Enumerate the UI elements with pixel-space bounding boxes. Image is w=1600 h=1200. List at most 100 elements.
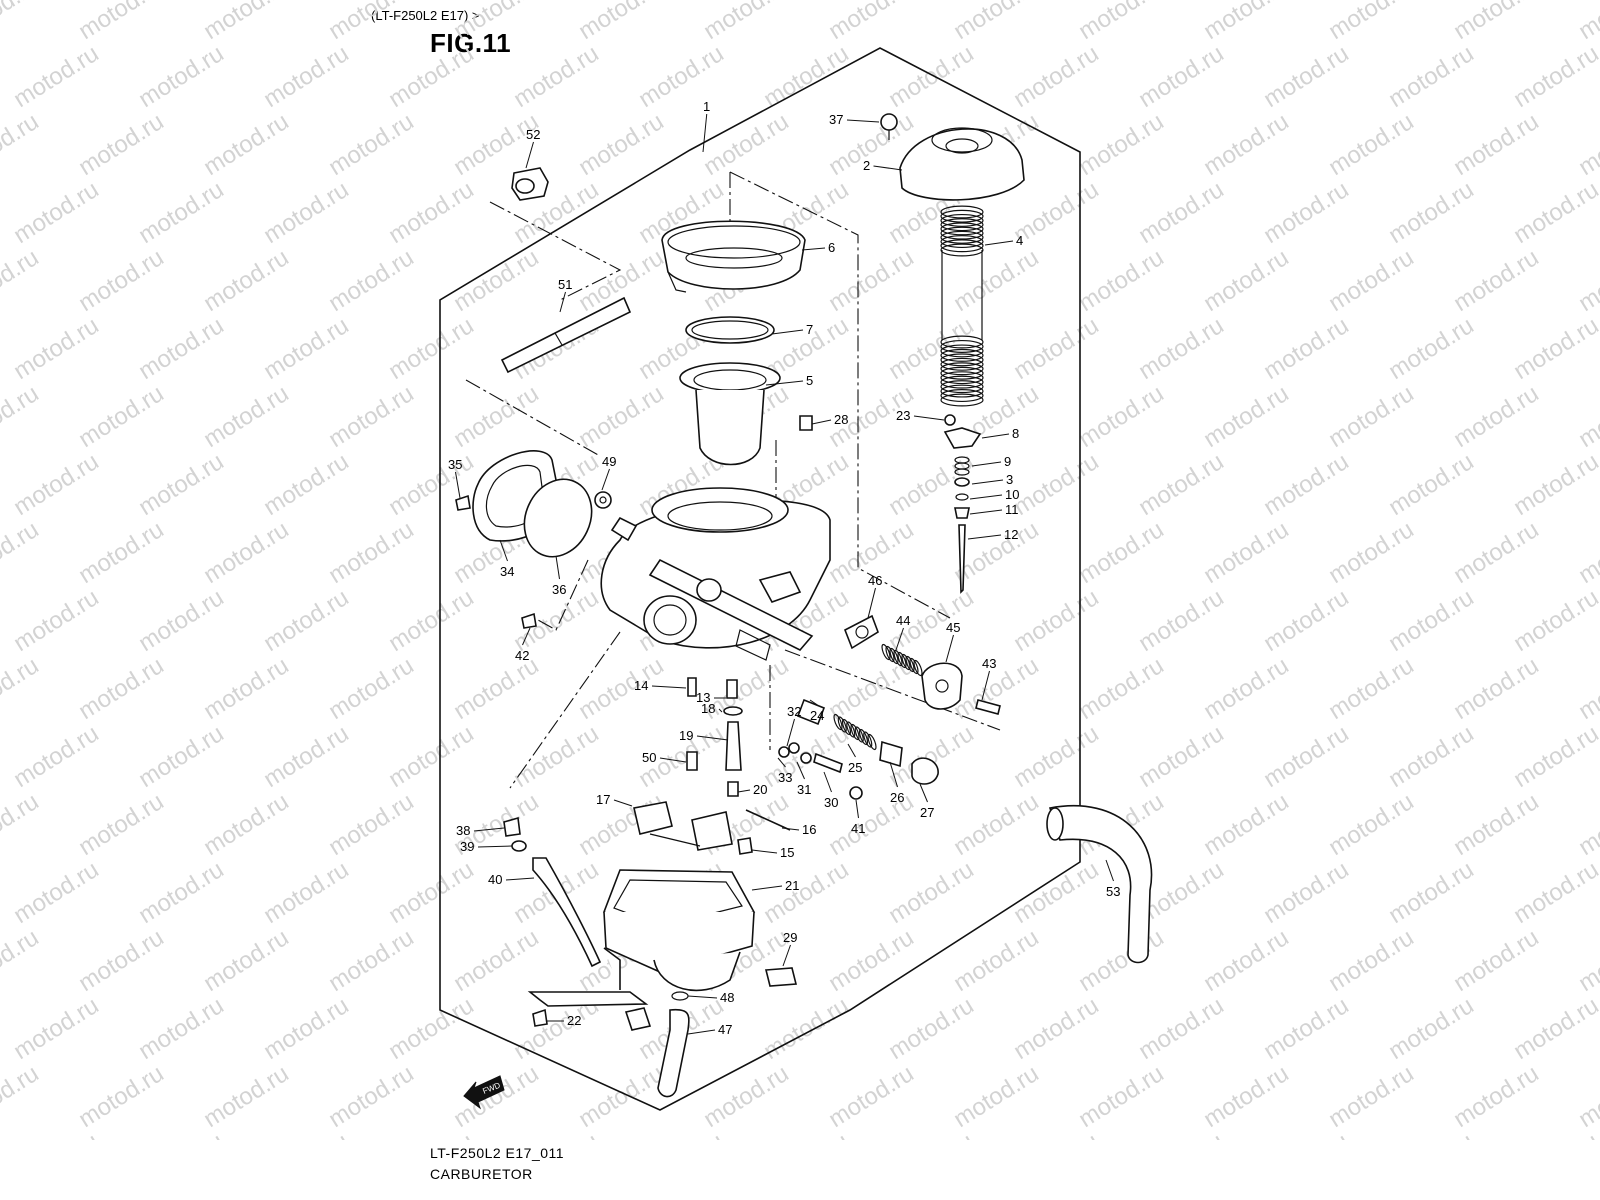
watermark-text: motod.ru [259,1128,354,1140]
watermark-text: motod.ru [1134,992,1229,1065]
watermark-text: motod.ru [1324,0,1419,45]
spring-coil [940,380,984,394]
watermark-text: motod.ru [1449,380,1544,453]
watermark-text: motod.ru [384,448,479,521]
watermark-text: motod.ru [1384,312,1479,385]
watermark-text: motod.ru [134,1128,229,1140]
watermark-text: motod.ru [199,108,294,181]
watermark-text: motod.ru [1009,40,1104,113]
watermark-text: motod.ru [0,788,44,861]
watermark-text: motod.ru [634,1128,729,1140]
callout-14: 14 [634,678,648,693]
watermark-text: motod.ru [259,992,354,1065]
dashed-leader [465,379,601,457]
part-18-oring [723,706,743,716]
watermark-text: motod.ru [324,516,419,589]
callout-leader [659,757,687,763]
watermark-text: motod.ru [949,0,1044,45]
callout-41: 41 [851,821,865,836]
watermark-text: motod.ru [199,380,294,453]
watermark-text: motod.ru [1259,1128,1354,1140]
watermark-text: motod.ru [1199,1060,1294,1133]
callout-leader [559,291,566,313]
spring-coil [940,393,984,407]
callout-leader [969,494,1003,500]
watermark-text: motod.ru [1509,1128,1600,1140]
watermark-text: motod.ru [0,108,44,181]
part-31-oring [800,752,812,764]
watermark-text: motod.ru [1574,108,1600,181]
callout-12: 12 [1004,527,1018,542]
watermark-text: motod.ru [509,1128,604,1140]
callout-1: 1 [703,99,710,114]
spring-coil [940,243,984,257]
callout-leader [702,113,708,153]
callout-leader [718,708,723,713]
part-44-spring [881,643,923,677]
watermark-text: motod.ru [324,652,419,725]
callout-leader [777,757,786,768]
watermark-text: motod.ru [1449,0,1544,45]
watermark-text: motod.ru [1574,924,1600,997]
callout-4: 4 [1016,233,1023,248]
watermark-text: motod.ru [759,992,854,1065]
watermark-text: motod.ru [1509,856,1600,929]
watermark-text: motod.ru [1324,1060,1419,1133]
watermark-text: motod.ru [1199,652,1294,725]
watermark-text: motod.ru [134,992,229,1065]
watermark-text: motod.ru [1449,516,1544,589]
part-38-plug [503,816,521,837]
dashed-leader [509,631,621,789]
watermark-text: motod.ru [9,448,104,521]
watermark-text: motod.ru [324,380,419,453]
watermark-text: motod.ru [449,380,544,453]
part-52-cap [511,167,549,201]
watermark-text: motod.ru [884,40,979,113]
watermark-text: motod.ru [324,108,419,181]
callout-7: 7 [806,322,813,337]
callout-8: 8 [1012,426,1019,441]
part-25-spring [833,713,877,751]
part-19-needle-jet [725,721,742,771]
watermark-text: motod.ru [1384,992,1479,1065]
watermark-text: motod.ru [9,312,104,385]
callout-leader [889,761,898,788]
watermark-text: motod.ru [1134,40,1229,113]
diagram-title: CARBURETOR [430,1166,533,1182]
callout-leader [913,415,945,421]
callout-30: 30 [824,795,838,810]
watermark-text: motod.ru [0,516,44,589]
watermark-text: motod.ru [949,1060,1044,1133]
spring-coil [940,366,984,380]
watermark-text: motod.ru [9,1128,104,1140]
part-17-float [633,801,733,851]
spring-coil [940,335,984,349]
callout-leader [477,845,513,848]
callout-29: 29 [783,930,797,945]
callout-leader [786,718,795,747]
watermark-text: motod.ru [1449,652,1544,725]
watermark-text: motod.ru [74,0,169,45]
watermark-text: motod.ru [699,1060,794,1133]
callout-48: 48 [720,990,734,1005]
watermark-text: motod.ru [134,448,229,521]
callout-leader [751,885,783,891]
callout-36: 36 [552,582,566,597]
part-46-diaphragm [843,614,879,650]
callout-leader [809,699,818,706]
watermark-text: motod.ru [1449,1060,1544,1133]
callout-31: 31 [797,782,811,797]
callout-49: 49 [602,454,616,469]
watermark-text: motod.ru [0,380,44,453]
watermark-text: motod.ru [884,992,979,1065]
watermark-text: motod.ru [634,40,729,113]
watermark-text: motod.ru [824,652,919,725]
watermark-text: motod.ru [9,992,104,1065]
watermark-text: motod.ru [574,108,669,181]
callout-10: 10 [1005,487,1019,502]
watermark-text: motod.ru [384,720,479,793]
callout-leader [846,119,880,123]
callout-leader [651,685,687,689]
part-22-screw [532,1008,548,1027]
part-14-pilot-jet [687,677,697,697]
